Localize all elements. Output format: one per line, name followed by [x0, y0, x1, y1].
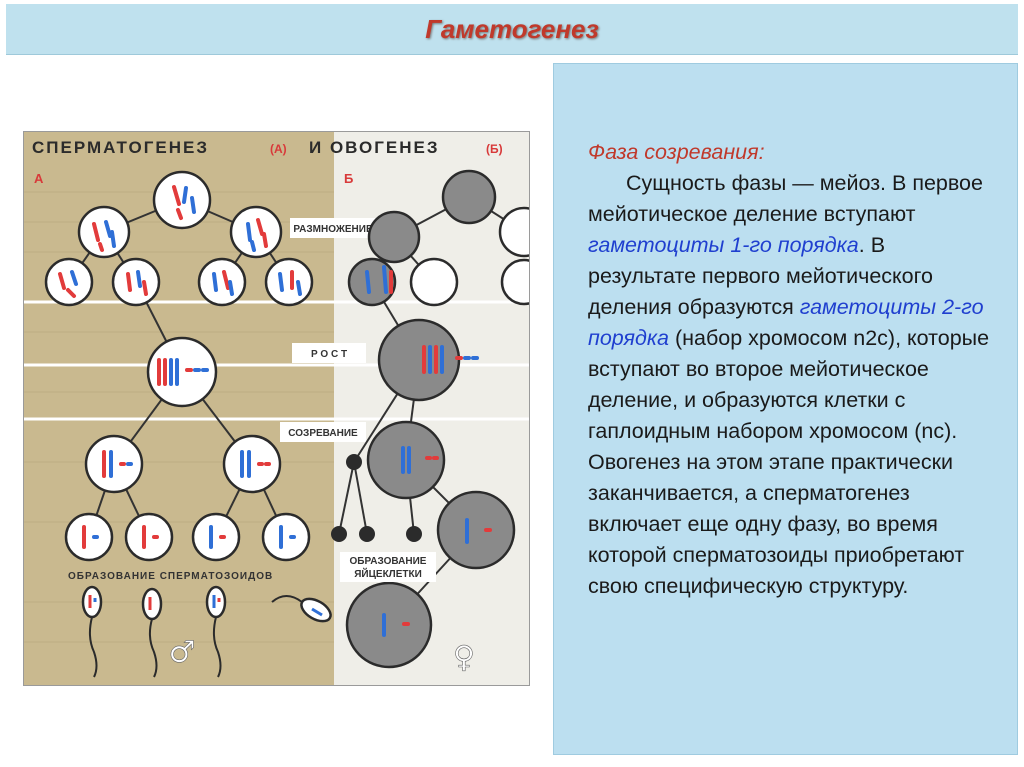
- polar-body: [406, 526, 422, 542]
- cell-oogonium: [500, 258, 529, 306]
- term-gametocytes-1: гаметоциты 1-го порядка: [588, 233, 859, 257]
- text-segment: . В результате первого мейотического дел…: [588, 233, 933, 319]
- polar-body: [346, 454, 362, 470]
- oogenesis-cells: [345, 169, 529, 669]
- egg-label-box: [340, 552, 436, 582]
- title-bar: Гаметогенез: [6, 4, 1018, 55]
- sperm-head: [81, 585, 103, 619]
- label-sperm-formation: ОБРАЗОВАНИЕ СПЕРМАТОЗОИДОВ: [68, 571, 273, 582]
- cell-spermatogonium: [111, 257, 161, 307]
- phase-title: Фаза созревания:: [588, 140, 765, 164]
- cell-oogonium: [367, 210, 421, 264]
- spermatogenesis-chromosomes: [58, 185, 302, 549]
- stage-label-box: [280, 422, 366, 442]
- cell-spermatogonium: [152, 170, 212, 230]
- cell-oogonium: [347, 257, 397, 307]
- cell-ovotid: [436, 490, 516, 570]
- cell-egg: [345, 581, 433, 669]
- oogenesis-chromosomes: [365, 265, 492, 637]
- cell-spermatocyte-2: [84, 434, 144, 494]
- text-body: Фаза созревания: Сущность фазы — мейоз. В…: [588, 137, 998, 602]
- text-segment: (набор хромосом n2c), которые вступают в…: [588, 326, 990, 598]
- sperm-cells: [81, 585, 332, 678]
- female-symbol-icon: ♀: [453, 640, 475, 675]
- cell-spermatogonium: [44, 257, 94, 307]
- cell-spermatid: [64, 512, 114, 562]
- label-egg-formation-1: ОБРАЗОВАНИЕ: [350, 556, 427, 567]
- heading-oogenesis: И ОВОГЕНЕЗ: [309, 138, 439, 157]
- polar-body: [331, 526, 347, 542]
- cell-spermatogonium: [264, 257, 314, 307]
- polar-bodies: [331, 454, 422, 542]
- term-gametocytes-2: гаметоциты 2-го порядка: [588, 295, 984, 350]
- cell-spermatogonium: [229, 205, 283, 259]
- cell-spermatogonium: [77, 205, 131, 259]
- cell-oocyte-1: [377, 318, 461, 402]
- sperm-tail: [148, 618, 158, 678]
- polar-body: [359, 526, 375, 542]
- stage-label-box: [292, 343, 366, 363]
- text-panel: Фаза созревания: Сущность фазы — мейоз. В…: [553, 63, 1018, 755]
- sperm-tail: [88, 616, 98, 678]
- stage-label-reproduction: РАЗМНОЖЕНИЕ: [293, 224, 373, 235]
- diagram-svg: СПЕРМАТОГЕНЕЗ (А) И ОВОГЕНЕЗ (Б) А Б РАЗ…: [24, 132, 529, 685]
- spermatogenesis-cells: [44, 170, 314, 562]
- cell-spermatid: [124, 512, 174, 562]
- heading-b-mark: (Б): [486, 142, 503, 156]
- cell-spermatocyte-2: [222, 434, 282, 494]
- heading-spermatogenesis: СПЕРМАТОГЕНЕЗ: [32, 138, 209, 157]
- cell-oogonium: [441, 169, 497, 225]
- cell-oogonium: [498, 206, 529, 258]
- column-label-b: Б: [344, 171, 353, 186]
- cell-spermatocyte-1: [146, 336, 218, 408]
- text-segment: Сущность фазы — мейоз. В первое мейотиче…: [588, 171, 983, 226]
- stage-label-growth: Р О С Т: [311, 349, 347, 360]
- gametogenesis-diagram: СПЕРМАТОГЕНЕЗ (А) И ОВОГЕНЕЗ (Б) А Б РАЗ…: [23, 131, 530, 686]
- heading-a-mark: (А): [270, 142, 287, 156]
- cell-oogonium: [409, 257, 459, 307]
- cell-spermatid: [191, 512, 241, 562]
- cell-spermatogonium: [197, 257, 247, 307]
- sperm-head: [141, 587, 163, 621]
- sperm-tail: [212, 616, 222, 678]
- slide-title: Гаметогенез: [425, 13, 599, 44]
- cell-oocyte-2: [366, 420, 446, 500]
- stage-label-maturation: СОЗРЕВАНИЕ: [288, 428, 358, 439]
- cell-spermatid: [261, 512, 311, 562]
- sperm-head: [205, 585, 227, 619]
- sperm-tail: [271, 595, 303, 603]
- stage-label-box: [290, 218, 376, 238]
- label-egg-formation-2: ЯЙЦЕКЛЕТКИ: [354, 567, 422, 580]
- column-label-a: А: [34, 171, 44, 186]
- male-symbol-icon: ♂: [169, 635, 196, 670]
